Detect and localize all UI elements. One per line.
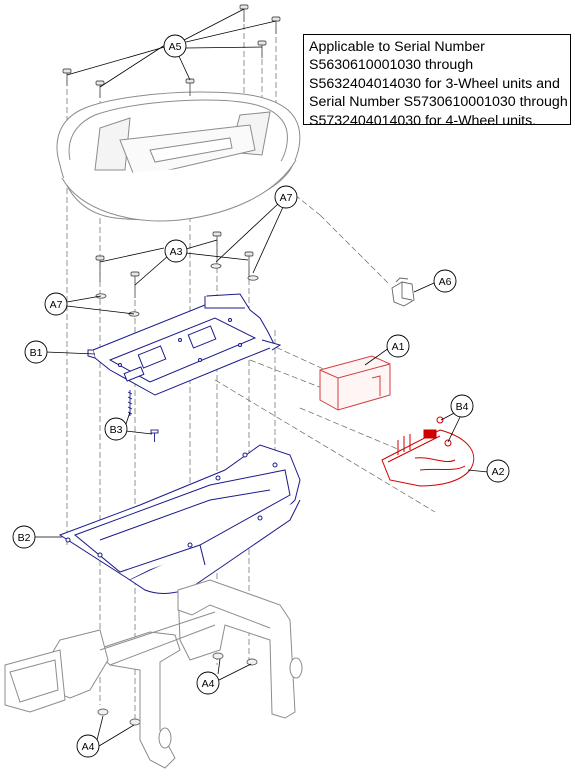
svg-text:B3: B3 bbox=[110, 424, 123, 436]
svg-text:A4: A4 bbox=[82, 741, 95, 753]
callout-a7-lower: A7 bbox=[44, 292, 68, 316]
top-cover-shroud bbox=[56, 91, 301, 222]
callout-b1: B1 bbox=[24, 340, 48, 364]
callout-b4: B4 bbox=[450, 394, 474, 418]
nut-a4-2 bbox=[246, 658, 258, 666]
nut-a4-3 bbox=[97, 708, 109, 716]
note-line-3: S5632404014030 for 3-Wheel units and bbox=[309, 75, 560, 92]
a6-part bbox=[391, 277, 415, 307]
callout-a2: A2 bbox=[486, 459, 510, 483]
svg-text:A4: A4 bbox=[202, 678, 215, 690]
screw-a3-4 bbox=[244, 251, 254, 278]
svg-text:A6: A6 bbox=[439, 276, 452, 288]
screw-a5-1 bbox=[62, 68, 72, 86]
note-line-4: Serial Number S5730610001030 through bbox=[309, 94, 568, 111]
note-line-5: S5732404014030 for 4-Wheel units. bbox=[309, 112, 537, 129]
frame bbox=[4, 579, 303, 769]
screw-a3-3 bbox=[212, 231, 222, 258]
callout-a6: A6 bbox=[433, 269, 457, 293]
svg-text:A1: A1 bbox=[392, 341, 405, 353]
washer-a7-4 bbox=[247, 275, 259, 281]
leader-lines bbox=[34, 8, 489, 747]
svg-text:A2: A2 bbox=[492, 466, 505, 478]
callouts: A5 A7 A3 A7 A6 B1 A1 B4 B3 A2 B2 A4 A4 bbox=[12, 34, 510, 758]
a2-circuit-board bbox=[381, 416, 475, 487]
b2-tray bbox=[58, 444, 301, 594]
svg-text:B2: B2 bbox=[18, 532, 31, 544]
screw-a5-2 bbox=[95, 80, 105, 98]
screw-a5-4 bbox=[239, 4, 249, 22]
a5-screws bbox=[62, 4, 281, 98]
screw-a5-5 bbox=[271, 16, 281, 34]
screw-a5-3 bbox=[185, 78, 195, 96]
svg-text:B1: B1 bbox=[30, 347, 43, 359]
screw-a5-6 bbox=[257, 40, 267, 58]
svg-text:A5: A5 bbox=[169, 41, 182, 53]
svg-text:B4: B4 bbox=[456, 401, 469, 413]
svg-text:A3: A3 bbox=[170, 246, 183, 258]
note-line-1: Applicable to Serial Number bbox=[309, 39, 485, 55]
callout-a7-upper: A7 bbox=[274, 185, 298, 209]
callout-a5: A5 bbox=[163, 34, 187, 58]
nut-a4-4 bbox=[129, 718, 141, 726]
a3-screws bbox=[95, 231, 254, 298]
screw-a3-2 bbox=[130, 271, 140, 298]
callout-a4-left: A4 bbox=[76, 734, 100, 758]
callout-b2: B2 bbox=[12, 525, 36, 549]
screw-a3-1 bbox=[95, 255, 105, 282]
callout-a1: A1 bbox=[386, 334, 410, 358]
b3-screws bbox=[127, 390, 159, 442]
washer-a7-3 bbox=[210, 263, 222, 269]
svg-text:A7: A7 bbox=[50, 299, 63, 311]
note-line-2: S5630610001030 through bbox=[309, 57, 474, 74]
nut-a4-1 bbox=[212, 652, 224, 660]
callout-a3: A3 bbox=[164, 239, 188, 263]
serial-number-note: Applicable to Serial Number S56306100010… bbox=[303, 34, 571, 129]
callout-b3: B3 bbox=[104, 417, 128, 441]
svg-text:A7: A7 bbox=[280, 192, 293, 204]
callout-a4-right: A4 bbox=[196, 671, 220, 695]
a1-battery-block bbox=[319, 355, 391, 411]
b1-mounting-plate bbox=[87, 293, 282, 396]
